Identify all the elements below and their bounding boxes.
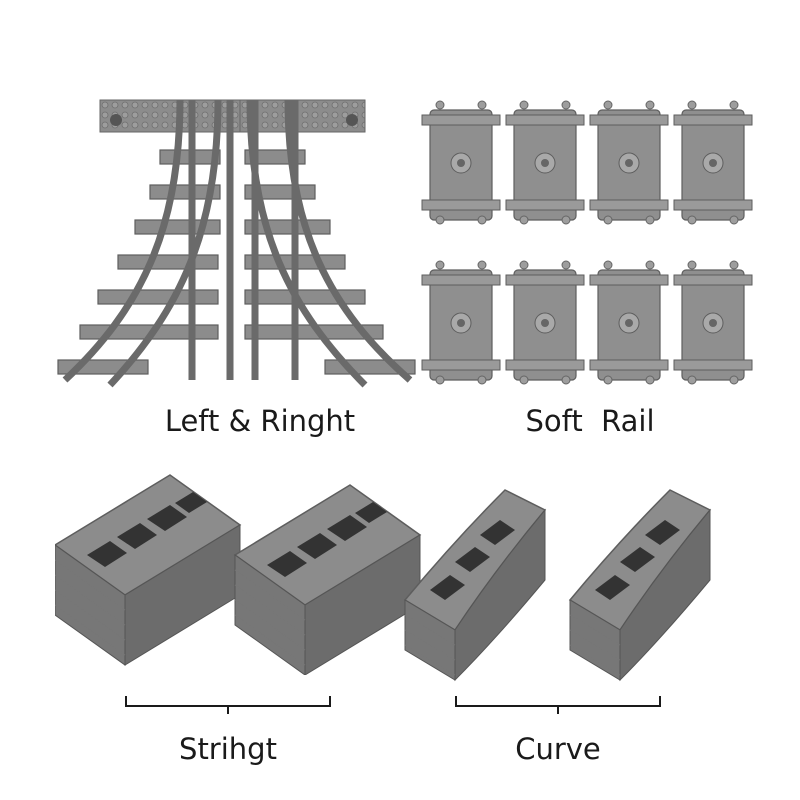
curved-track-stack-icon (403, 489, 711, 682)
straight-tracks-panel (55, 465, 425, 675)
track-switch-icon (57, 99, 416, 388)
straight-track-stack-icon (55, 474, 421, 675)
switch-caption: Left & Ringht (164, 404, 356, 438)
soft-rail-panel (420, 95, 760, 395)
straight-bracket (125, 696, 331, 716)
switch-tracks-panel (40, 80, 430, 400)
curve-tracks-panel (395, 480, 765, 690)
curve-caption: Curve (515, 732, 601, 766)
flexible-track-icon (421, 100, 753, 385)
straight-caption: Strihgt (179, 732, 277, 766)
curve-bracket (455, 696, 661, 716)
soft-rail-caption: Soft Rail (525, 404, 655, 438)
